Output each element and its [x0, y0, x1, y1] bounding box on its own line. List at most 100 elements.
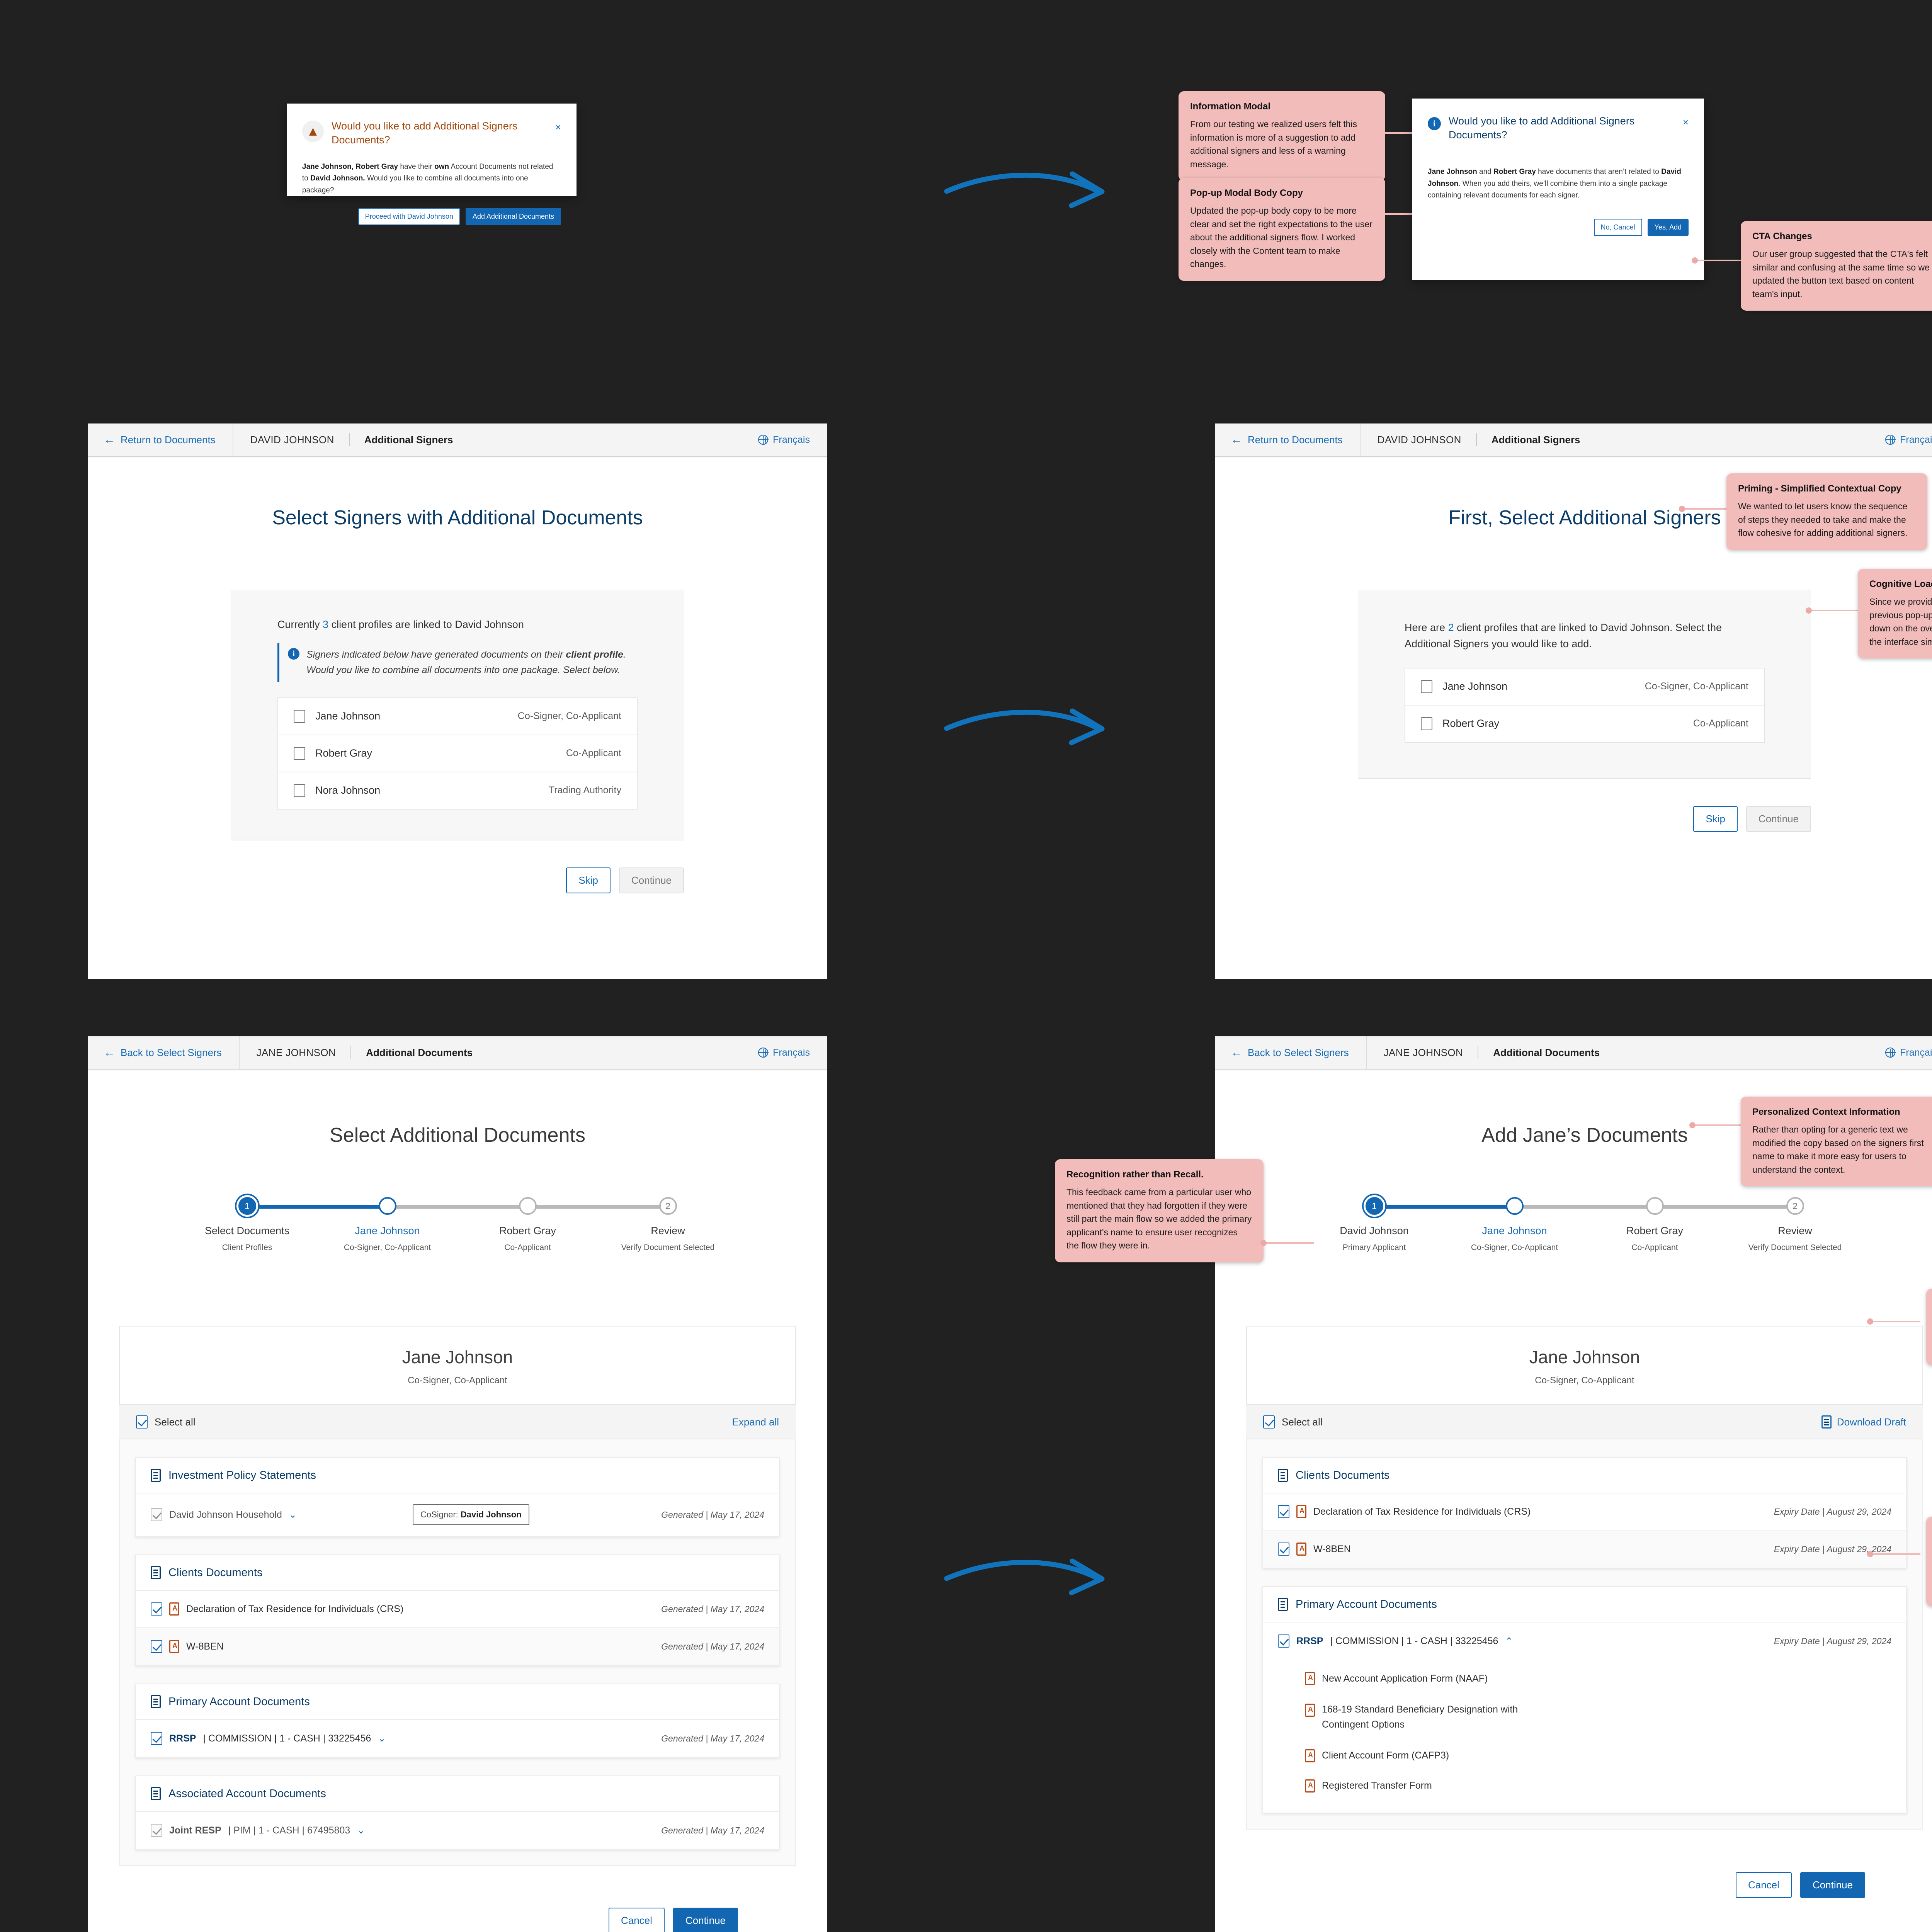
leader-line: [1694, 260, 1741, 261]
language-toggle[interactable]: Français: [758, 1047, 827, 1058]
document-row[interactable]: RRSP | COMMISSION | 1 - CASH | 33225456 …: [1263, 1622, 1906, 1660]
continue-button[interactable]: Continue: [1800, 1872, 1865, 1898]
signer-row[interactable]: Nora Johnson Trading Authority: [278, 772, 637, 809]
download-draft-button[interactable]: Download Draft: [1821, 1415, 1906, 1429]
step-robert-gray[interactable]: Robert Gray Co-Applicant: [457, 1197, 598, 1252]
note-personalized-context: Personalized Context Information Rather …: [1741, 1097, 1932, 1186]
document-row[interactable]: David Johnson Household ⌄ CoSigner: Davi…: [136, 1493, 779, 1536]
subdocument-row[interactable]: Client Account Form (CAFP3): [1278, 1741, 1891, 1771]
skip-button[interactable]: Skip: [566, 867, 611, 893]
return-to-documents-button[interactable]: ← Return to Documents: [88, 423, 233, 456]
document-group-title: Associated Account Documents: [168, 1787, 326, 1800]
language-toggle[interactable]: Français: [1885, 434, 1932, 446]
step-jane-johnson[interactable]: Jane Johnson Co-Signer, Co-Applicant: [317, 1197, 457, 1252]
document-group-title: Investment Policy Statements: [168, 1469, 316, 1481]
leader-line: [1870, 1553, 1920, 1555]
select-all-label: Select all: [1282, 1416, 1323, 1428]
step-badge: [1505, 1197, 1524, 1215]
document-checkbox[interactable]: [1278, 1543, 1289, 1556]
subdocument-row[interactable]: Registered Transfer Form: [1278, 1771, 1891, 1801]
select-all-control[interactable]: Select all: [136, 1415, 196, 1429]
language-toggle[interactable]: Français: [758, 434, 827, 446]
document-checkbox[interactable]: [1278, 1634, 1289, 1648]
page-title: Select Signers with Additional Documents: [272, 507, 643, 529]
document-row[interactable]: Joint RESP | PIM | 1 - CASH | 67495803 ⌄…: [136, 1812, 779, 1849]
signer-role: Co-Applicant: [566, 748, 621, 759]
chevron-down-icon[interactable]: ⌄: [357, 1825, 365, 1836]
signer-checkbox[interactable]: [294, 709, 305, 723]
document-checkbox[interactable]: [151, 1640, 162, 1653]
globe-icon: [758, 1048, 769, 1058]
step-robert-gray[interactable]: Robert Gray Co-Applicant: [1585, 1197, 1725, 1252]
select-all-checkbox[interactable]: [136, 1415, 148, 1429]
document-row[interactable]: W-8BEN Expiry Date | August 29, 2024: [1263, 1531, 1906, 1568]
yes-add-button[interactable]: Yes, Add: [1647, 219, 1689, 236]
document-name: David Johnson Household: [169, 1509, 282, 1520]
signer-row[interactable]: Robert Gray Co-Applicant: [278, 735, 637, 772]
chevron-down-icon[interactable]: ⌄: [378, 1733, 386, 1744]
document-row[interactable]: W-8BEN Generated | May 17, 2024: [136, 1628, 779, 1665]
back-to-select-signers-button[interactable]: ← Back to Select Signers: [88, 1036, 240, 1069]
language-toggle[interactable]: Français: [1885, 1047, 1932, 1058]
step-review[interactable]: 2 Review Verify Document Selected: [1725, 1197, 1865, 1252]
signer-checkbox[interactable]: [294, 747, 305, 760]
step-jane-johnson[interactable]: Jane Johnson Co-Signer, Co-Applicant: [1444, 1197, 1585, 1252]
footer-actions: Cancel Continue: [177, 1908, 738, 1932]
proceed-with-david-johnson-button[interactable]: Proceed with David Johnson: [358, 208, 460, 226]
close-icon[interactable]: ×: [555, 121, 561, 133]
document-checkbox[interactable]: [151, 1732, 162, 1745]
document-row[interactable]: Declaration of Tax Residence for Individ…: [1263, 1493, 1906, 1531]
return-to-documents-button[interactable]: ← Return to Documents: [1215, 423, 1361, 456]
signer-checkbox[interactable]: [1421, 680, 1432, 693]
subdocument-row[interactable]: New Account Application Form (NAAF): [1278, 1663, 1891, 1694]
select-all-checkbox[interactable]: [1263, 1415, 1275, 1429]
note-body: This feedback came from a particular use…: [1066, 1187, 1252, 1250]
step-label: Review: [1778, 1225, 1812, 1236]
step-review[interactable]: 2 Review Verify Document Selected: [598, 1197, 738, 1252]
continue-button[interactable]: Continue: [619, 867, 684, 893]
document-group-title: Primary Account Documents: [168, 1695, 310, 1708]
step-select-documents[interactable]: 1 Select Documents Client Profiles: [177, 1197, 317, 1252]
signer-checkbox[interactable]: [1421, 717, 1432, 730]
skip-button[interactable]: Skip: [1693, 806, 1738, 832]
chevron-down-icon[interactable]: ⌄: [289, 1509, 297, 1520]
document-row[interactable]: RRSP | COMMISSION | 1 - CASH | 33225456 …: [136, 1720, 779, 1757]
expand-all-button[interactable]: Expand all: [732, 1416, 779, 1428]
footer-actions: Cancel Continue: [1304, 1872, 1865, 1898]
add-additional-documents-button[interactable]: Add Additional Documents: [465, 208, 561, 226]
continue-button[interactable]: Continue: [1746, 806, 1811, 832]
step-badge: [519, 1197, 537, 1215]
signer-row[interactable]: Jane Johnson Co-Signer, Co-Applicant: [278, 698, 637, 735]
signer-checkbox[interactable]: [294, 784, 305, 797]
no-cancel-button[interactable]: No, Cancel: [1594, 219, 1642, 236]
arrow-left-icon: ←: [1231, 433, 1242, 446]
cosigner-pill-name: David Johnson: [460, 1510, 522, 1519]
note-title: Cognitive Load: [1869, 579, 1932, 589]
signer-row[interactable]: Robert Gray Co-Applicant: [1405, 706, 1764, 742]
document-name: Declaration of Tax Residence for Individ…: [1313, 1506, 1531, 1517]
chevron-up-icon[interactable]: ⌃: [1505, 1636, 1513, 1646]
select-all-control[interactable]: Select all: [1263, 1415, 1323, 1429]
leader-dot: [1867, 1318, 1873, 1325]
account-document-icon: [1278, 1598, 1288, 1611]
step-david-johnson[interactable]: 1 David Johnson Primary Applicant: [1304, 1197, 1444, 1252]
continue-button[interactable]: Continue: [673, 1908, 738, 1932]
document-row[interactable]: Declaration of Tax Residence for Individ…: [136, 1591, 779, 1628]
subdocument-name: New Account Application Form (NAAF): [1322, 1673, 1488, 1684]
cancel-button[interactable]: Cancel: [1735, 1872, 1792, 1898]
back-to-select-signers-button[interactable]: ← Back to Select Signers: [1215, 1036, 1367, 1069]
document-group-header: Primary Account Documents: [136, 1684, 779, 1720]
leader-line: [1692, 1124, 1743, 1126]
subdocument-row[interactable]: 168-19 Standard Beneficiary Designation …: [1278, 1694, 1556, 1741]
close-icon[interactable]: ×: [1682, 116, 1689, 128]
globe-icon: [1885, 1048, 1896, 1058]
document-checkbox[interactable]: [151, 1824, 162, 1837]
document-checkbox[interactable]: [1278, 1505, 1289, 1518]
document-checkbox[interactable]: [151, 1602, 162, 1616]
cancel-button[interactable]: Cancel: [608, 1908, 665, 1932]
account-detail: | COMMISSION | 1 - CASH | 33225456: [1330, 1635, 1498, 1646]
signer-row[interactable]: Jane Johnson Co-Signer, Co-Applicant: [1405, 668, 1764, 706]
language-label: Français: [1900, 1047, 1932, 1058]
document-checkbox[interactable]: [151, 1508, 162, 1521]
signers-panel: Currently 3 client profiles are linked t…: [231, 590, 684, 840]
